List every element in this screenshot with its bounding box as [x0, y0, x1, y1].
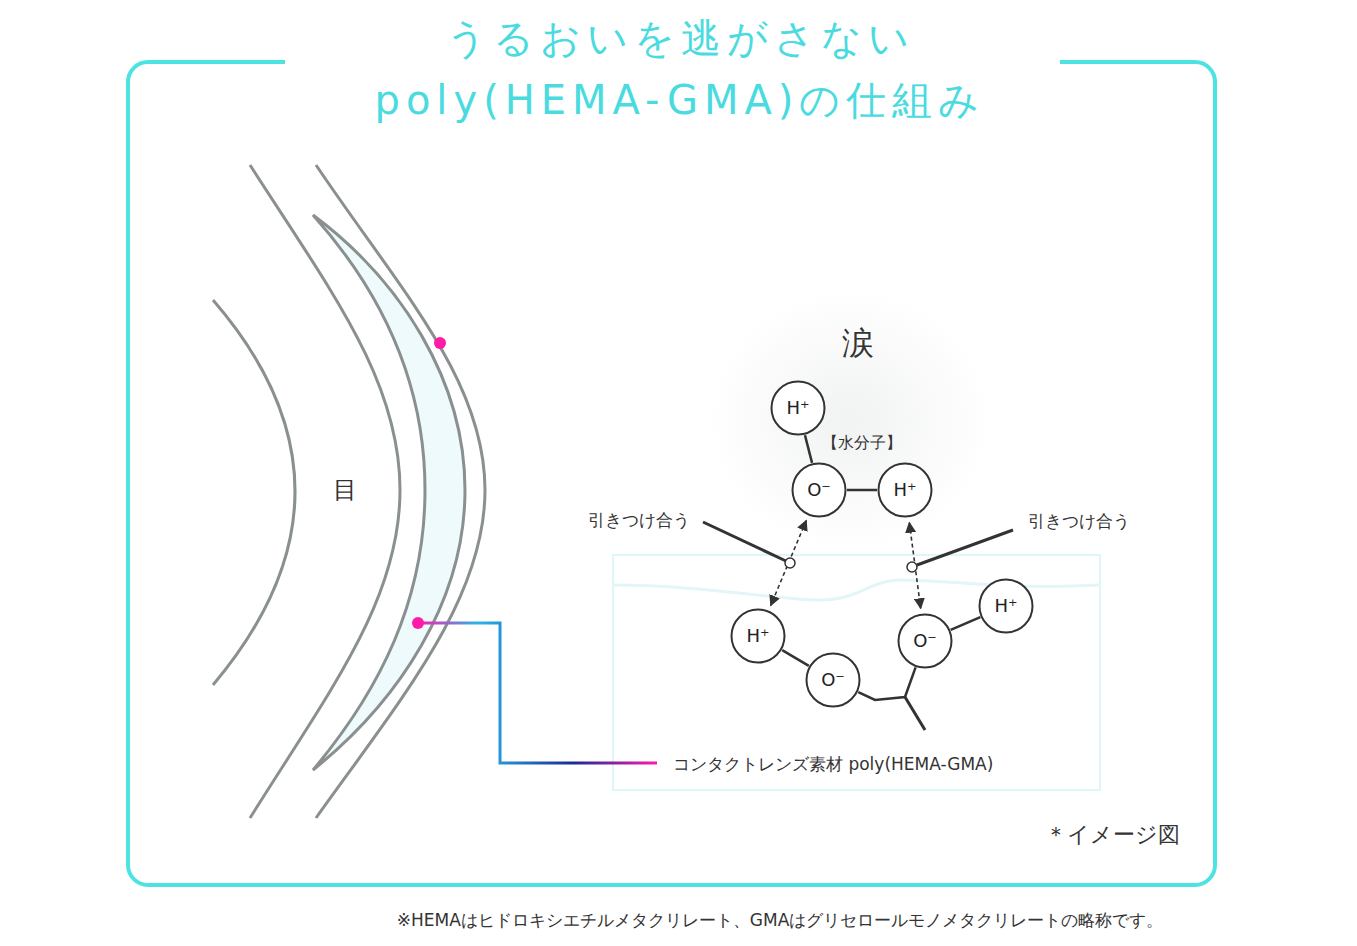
- attract-leader: [703, 522, 786, 561]
- atom-symbol: H⁺: [730, 608, 786, 664]
- atom-symbol: H⁺: [978, 578, 1034, 634]
- bond-line: [951, 617, 981, 630]
- atom-circle: H⁺: [770, 380, 826, 436]
- molecule-label: 【水分子】: [822, 433, 902, 452]
- atom-circle: O⁻: [805, 652, 861, 708]
- lens-material-area: [613, 555, 1100, 790]
- atom-symbol: O⁻: [897, 613, 953, 669]
- chain-stub: [905, 697, 925, 730]
- tear-leader: [440, 342, 815, 345]
- junction-ring: [785, 558, 795, 568]
- atom-symbol: O⁻: [805, 652, 861, 708]
- atom-circle: H⁺: [877, 462, 933, 518]
- frame: [128, 62, 1215, 885]
- atom-symbol: H⁺: [877, 462, 933, 518]
- bond-line: [805, 435, 812, 463]
- water-drop: [710, 290, 990, 550]
- atom-symbol: H⁺: [770, 380, 826, 436]
- lens-leader: [418, 623, 657, 763]
- attract-leader: [917, 530, 1013, 565]
- eye-inner-curve: [213, 300, 295, 685]
- material-label: コンタクトレンズ素材 poly(HEMA-GMA): [673, 754, 993, 774]
- atom-circle: O⁻: [791, 462, 847, 518]
- leader-dot: [434, 337, 446, 349]
- atom-symbol: O⁻: [791, 462, 847, 518]
- atom-circle: H⁺: [978, 578, 1034, 634]
- tear-curve: [316, 165, 485, 818]
- title: うるおいを逃がさない poly(HEMA-GMA)の仕組み: [310, 7, 1050, 131]
- contact-lens: [313, 215, 465, 770]
- attract-label: 引きつけ合う: [1028, 511, 1130, 531]
- atom-circle: H⁺: [730, 608, 786, 664]
- attraction-arrow: [909, 523, 920, 609]
- footnote: ※HEMAはヒドロキシエチルメタクリレート、GMAはグリセロールモノメタクリレー…: [397, 909, 1164, 932]
- bond-line: [782, 650, 809, 666]
- eye-label: 目: [333, 476, 357, 505]
- cornea-curve: [250, 165, 400, 818]
- attraction-arrow: [771, 520, 807, 605]
- leader-dot: [412, 617, 424, 629]
- atom-circle: O⁻: [897, 613, 953, 669]
- tear-label: 涙: [842, 324, 874, 362]
- bond-line: [847, 489, 877, 492]
- junction-ring: [907, 562, 917, 572]
- bond-line: [858, 667, 915, 700]
- attract-label: 引きつけ合う: [588, 510, 690, 530]
- image-note: ＊イメージ図: [1045, 822, 1180, 848]
